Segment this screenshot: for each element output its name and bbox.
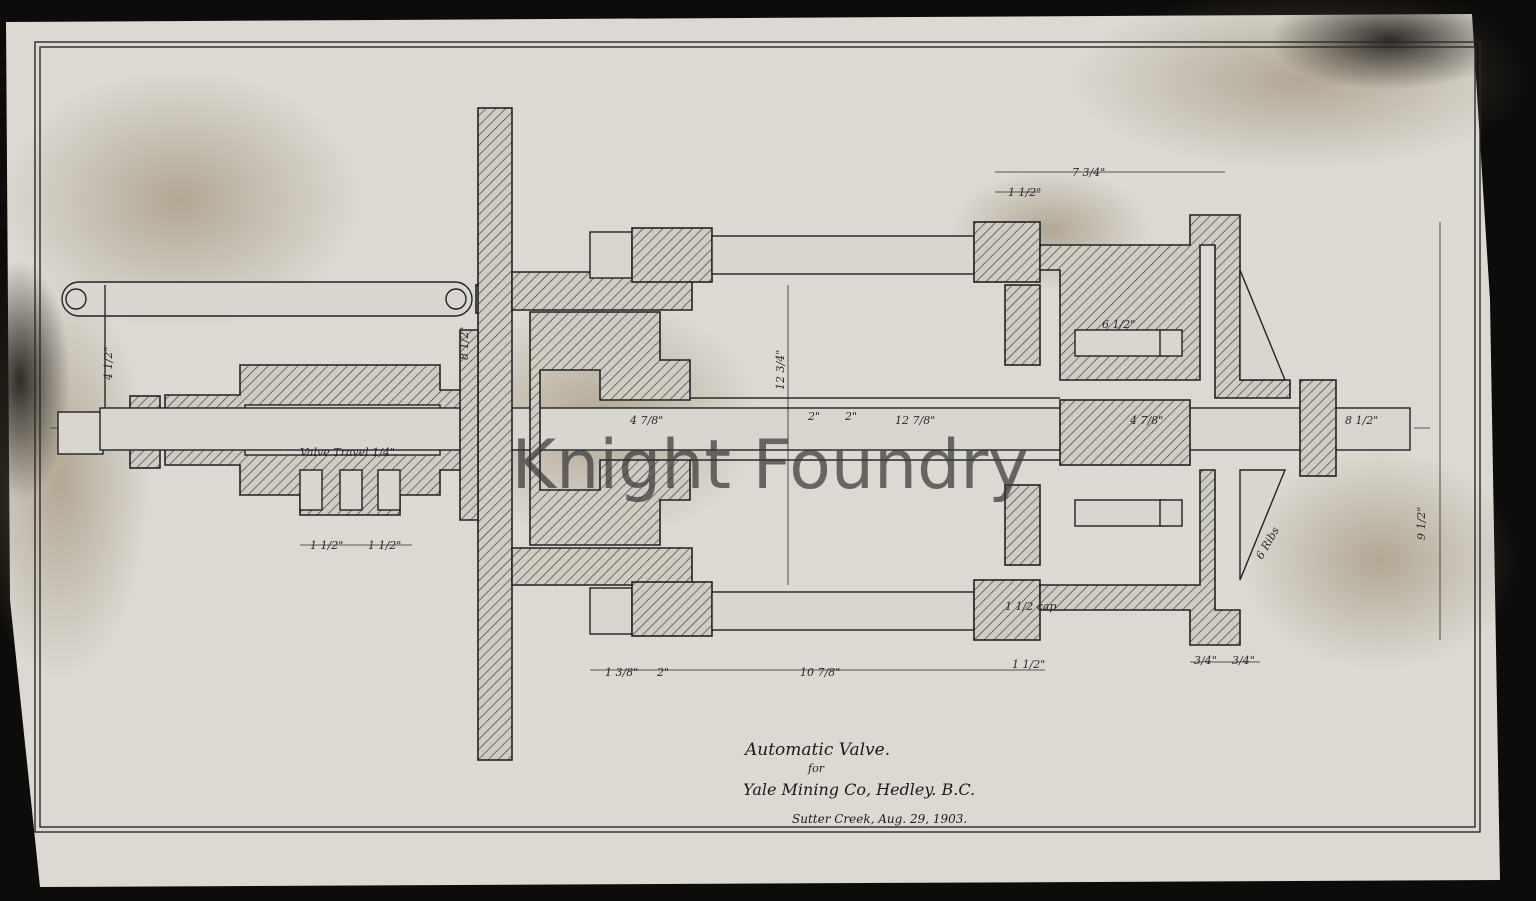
label-cap: 1 1/2 cap <box>1005 600 1056 613</box>
dim-shaft-3: 4 7/8" <box>1129 414 1163 427</box>
drawing-client: Yale Mining Co, Hedley. B.C. <box>743 780 975 799</box>
dim-dia-1: 2" <box>807 410 820 423</box>
dim-top-overall: 7 3/4" <box>1072 166 1105 179</box>
dim-plate: 8 1/2" <box>458 327 471 360</box>
dim-valve-travel: Valve Travel 1/4" <box>300 446 395 459</box>
vertical-plate <box>477 107 513 761</box>
stain <box>1270 0 1510 90</box>
dim-port-1: 1 1/2" <box>310 539 343 552</box>
bottom-tie-rod <box>589 579 1041 641</box>
stain <box>0 70 360 330</box>
dimension-lines <box>300 171 1441 671</box>
drawing-for: for <box>807 762 825 775</box>
cylinder-housing <box>1004 214 1337 646</box>
dim-lever-offset: 4 1/2" <box>102 347 115 381</box>
dim-bottom-5: 3/4" <box>1194 654 1217 667</box>
dim-nut: 6 1/2" <box>1102 318 1135 331</box>
dim-shaft-2: 12 7/8" <box>895 414 935 427</box>
dim-bottom-3: 10 7/8" <box>800 666 840 679</box>
dim-bottom-2: 2" <box>656 666 669 679</box>
dim-bottom-6: 3/4" <box>1232 654 1255 667</box>
watermark: Knight Foundry <box>512 426 1029 505</box>
dim-port-2: 1 1/2" <box>368 539 401 552</box>
dim-shaft-end: 8 1/2" <box>1345 414 1378 427</box>
hub <box>459 329 479 521</box>
dim-bottom-4: 1 1/2" <box>1012 658 1045 671</box>
border-frame-inner <box>39 46 1476 828</box>
top-tie-rod <box>589 221 1041 283</box>
drawing-title: Automatic Valve. <box>743 740 890 760</box>
border-frame <box>34 41 1481 833</box>
drawing-place-date: Sutter Creek, Aug. 29, 1903. <box>792 812 967 826</box>
dim-shaft-1: 4 7/8" <box>629 414 663 427</box>
gland <box>529 311 691 546</box>
dim-right-height: 9 1/2" <box>1415 507 1428 540</box>
dim-rod-spacing: 12 3/4" <box>774 350 787 390</box>
dim-bottom-1: 1 3/8" <box>605 666 638 679</box>
flange <box>511 547 693 586</box>
dimension-labels: 7 3/4" 1 1/2" 1 3/8" 2" 10 7/8" 1 1/2" 3… <box>102 166 1428 679</box>
stain <box>1240 450 1520 670</box>
dim-dia-2: 2" <box>844 410 857 423</box>
main-shaft <box>99 407 1411 451</box>
dim-top-small: 1 1/2" <box>1008 186 1041 199</box>
